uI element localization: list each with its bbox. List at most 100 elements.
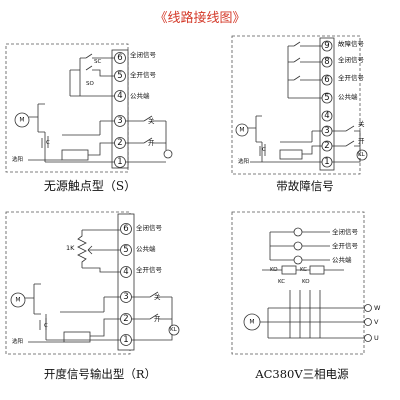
terminal-5: 5 (114, 70, 126, 82)
label-common: 公共端 (332, 255, 352, 264)
signal-switches-fault (287, 41, 322, 99)
label-common: 公共端 (130, 91, 150, 100)
svg-text:6: 6 (117, 53, 122, 63)
motor-symbol-r (10, 292, 26, 308)
terminal-9: 9 (321, 40, 333, 52)
terminal-4: 4 (321, 110, 333, 122)
terminal-6: 6 (321, 74, 333, 86)
diagram-r: 6 5 4 3 2 1 全闭信号 公共端 全开信号 关 开 1K M C 选阳 … (5, 211, 180, 381)
terminal-1: 1 (120, 334, 132, 346)
switch-sc-label: SC (94, 59, 101, 65)
label-fault: 故障信号 (338, 39, 365, 48)
diagram-ac380: 全闭信号 全开信号 公共端 KO KC KC KO M W V U AC380V… (231, 211, 381, 381)
relay-box-fault (279, 149, 303, 160)
terminal-3: 3 (321, 125, 333, 137)
terminal-8: 8 (321, 56, 333, 68)
svg-text:6: 6 (324, 75, 329, 85)
svg-text:1: 1 (324, 157, 329, 167)
cap-label-fault: C (262, 147, 266, 153)
svg-text:2: 2 (324, 141, 329, 151)
phase-terminals (364, 304, 372, 342)
phase-w: W (374, 304, 381, 312)
terminal-2: 2 (114, 137, 126, 149)
load-label-r: KL (170, 327, 178, 333)
terminal-4: 4 (114, 90, 126, 102)
label-full-closed: 全闭信号 (332, 227, 359, 236)
terminal-5: 5 (321, 92, 333, 104)
limit-switch-wiring-s (69, 53, 114, 97)
svg-text:2: 2 (117, 138, 122, 148)
enclosure-s (5, 43, 129, 173)
ko-label-2: KO (302, 279, 310, 285)
main-wiring-fault (250, 130, 322, 163)
pot-label: 1K (66, 244, 75, 252)
label-open: 开 (154, 315, 161, 323)
contactor-kc-coil (309, 265, 325, 275)
terminal-6: 6 (114, 52, 126, 64)
motor-label-s: M (19, 117, 24, 124)
signal-wiring-ac (269, 231, 330, 261)
external-wiring-r (132, 291, 173, 341)
motor-winding-fault (248, 115, 266, 156)
terminal-strip-fault (319, 37, 335, 171)
terminal-2: 2 (120, 313, 132, 325)
terminal-2: 2 (321, 140, 333, 152)
label-full-open: 全开信号 (338, 73, 365, 82)
terminal-strip-s (111, 49, 129, 169)
label-close: 关 (154, 292, 161, 301)
label-common: 公共端 (338, 92, 358, 101)
label-open: 开 (148, 139, 155, 147)
label-full-open: 全开信号 (332, 241, 359, 250)
terminal-3: 3 (114, 115, 126, 127)
diagram-fault: 9 8 6 5 4 3 2 1 故障信号 全闭信号 全开信号 公共端 关 开 M… (231, 35, 368, 193)
ext-load-s (163, 149, 173, 159)
switch-so-label: SO (86, 81, 94, 87)
label-close: 关 (358, 119, 365, 128)
ext-load-r (168, 324, 180, 336)
external-wiring-fault (332, 125, 361, 163)
relay-box-r (63, 331, 91, 343)
label-full-open: 全开信号 (136, 265, 163, 274)
enclosure-ac380 (231, 211, 365, 355)
label-open: 开 (358, 137, 365, 145)
terminal-4: 4 (120, 266, 132, 278)
kk-label-s: 选阳 (12, 155, 23, 163)
phase-u: U (374, 334, 379, 342)
contactor-ko-coil (281, 265, 297, 275)
enclosure-r (5, 211, 131, 355)
svg-text:9: 9 (324, 41, 329, 51)
motor-label-ac: M (249, 319, 254, 326)
cap-label-s: C (46, 140, 50, 146)
ext-load-fault (356, 149, 368, 161)
label-full-closed: 全闭信号 (136, 223, 163, 232)
motor-label-r: M (15, 297, 20, 304)
caption-s: 无源触点型（S） (44, 179, 136, 193)
motor-winding-s (29, 103, 49, 148)
label-full-open: 全开信号 (130, 70, 157, 79)
svg-text:1: 1 (117, 157, 122, 167)
caption-fault: 带故障信号 (276, 179, 334, 193)
svg-text:1: 1 (123, 335, 128, 345)
terminal-5: 5 (120, 244, 132, 256)
kk-label-fault: 选阳 (238, 157, 249, 165)
caption-r: 开度信号输出型（R） (44, 367, 156, 381)
svg-text:6: 6 (123, 224, 128, 234)
three-phase-wiring (260, 290, 370, 339)
diagram-s: 6 5 4 3 2 1 全闭信号 全开信号 公共端 关 开 SC SO M C … (5, 43, 173, 193)
phase-v: V (374, 318, 379, 326)
motor-winding-r (25, 283, 47, 330)
kc-label-2: KC (278, 279, 285, 285)
caption-ac380: AC380V三相电源 (254, 367, 349, 381)
terminal-3: 3 (120, 291, 132, 303)
main-wiring-r (28, 296, 120, 343)
terminal-1: 1 (321, 156, 333, 168)
kk-label-r: 选阳 (12, 337, 23, 345)
terminal-6: 6 (120, 223, 132, 235)
label-full-closed: 全闭信号 (338, 55, 365, 64)
label-common: 公共端 (136, 244, 156, 253)
motor-symbol-fault (235, 123, 249, 137)
signal-terminals (293, 227, 303, 265)
external-wiring-s (126, 115, 167, 163)
svg-text:5: 5 (123, 245, 128, 255)
